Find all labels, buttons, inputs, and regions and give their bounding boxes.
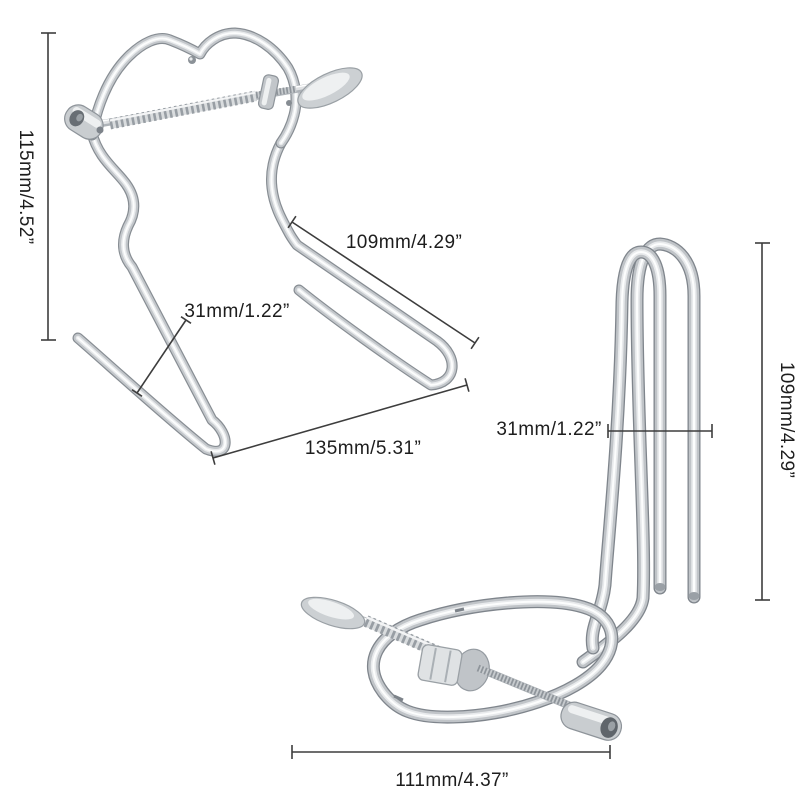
left-top-loop xyxy=(92,33,296,143)
eyelet-cap-icon xyxy=(64,104,104,140)
left-tension-screw xyxy=(64,67,363,140)
thumb-paddle-icon xyxy=(300,596,366,630)
ring-slot xyxy=(393,694,404,702)
thumb-paddle-icon xyxy=(297,67,363,109)
dim-left-gap-line xyxy=(131,316,192,397)
pivot-screw-icon xyxy=(96,126,104,134)
left-body-and-prongs xyxy=(78,133,452,451)
dim-right-length-line xyxy=(291,745,611,759)
dim-left-prong-label: 109mm/4.29” xyxy=(345,232,463,253)
right-base-ring xyxy=(373,602,611,717)
side-screw-icon xyxy=(286,100,292,106)
dim-right-gap-line xyxy=(607,424,713,438)
collar-nut-icon xyxy=(257,74,280,110)
right-tension-screw xyxy=(300,596,623,741)
dim-right-height-label: 109mm/4.29” xyxy=(776,361,797,479)
dim-left-prong-line xyxy=(287,215,480,350)
dim-right-gap-label: 31mm/1.22” xyxy=(496,419,602,440)
tube-cut-end xyxy=(654,583,666,591)
hex-nut-icon xyxy=(417,644,463,686)
dim-left-length-label: 135mm/5.31” xyxy=(304,438,422,459)
end-cylinder-icon xyxy=(560,701,623,741)
dim-left-height-label: 115mm/4.52” xyxy=(15,129,36,245)
dim-right-height-line xyxy=(755,242,770,601)
tube-cut-end xyxy=(688,592,700,600)
left-product-view xyxy=(64,33,452,451)
dim-right-length-label: 111mm/4.37” xyxy=(395,770,509,791)
ring-slot xyxy=(454,607,465,613)
dim-left-height-line xyxy=(41,32,56,341)
dim-left-length-line xyxy=(210,378,470,465)
dim-left-gap-label: 31mm/1.22” xyxy=(184,301,290,322)
right-hooks xyxy=(583,244,700,662)
right-product-view xyxy=(300,244,700,741)
